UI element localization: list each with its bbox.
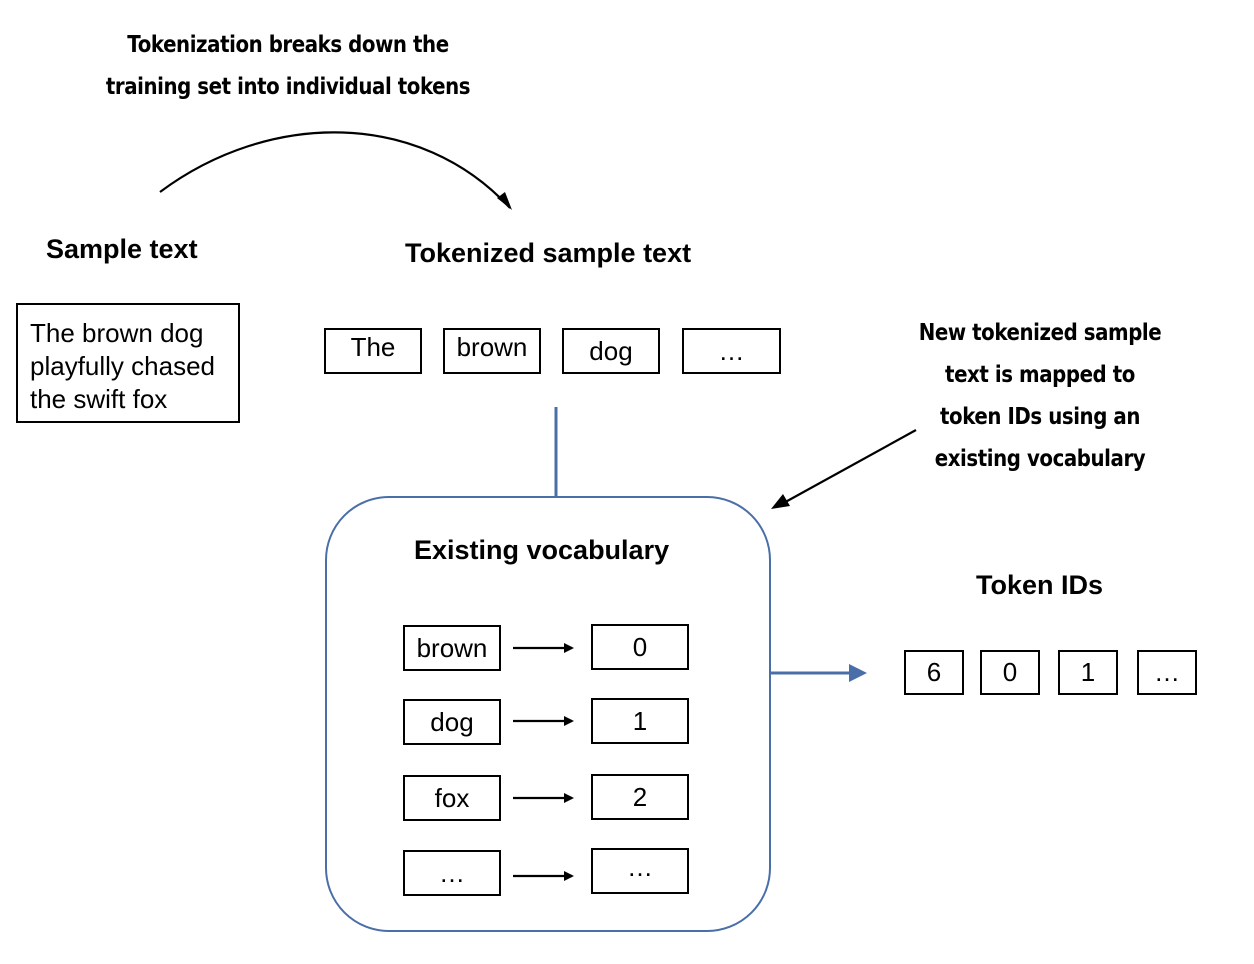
vocab-token-box: dog bbox=[403, 699, 501, 745]
vocab-id-box: 2 bbox=[591, 774, 689, 820]
vocab-token-box: fox bbox=[403, 775, 501, 821]
token-id-box: 0 bbox=[980, 650, 1040, 695]
token-ids-title: Token IDs bbox=[976, 570, 1104, 600]
token-id-box: … bbox=[1137, 650, 1197, 695]
sample-text-line: the swift fox bbox=[30, 384, 168, 414]
tokenization-annotation-line-2: training set into individual tokens bbox=[105, 74, 471, 100]
token-id-box: 6 bbox=[904, 650, 964, 695]
sample-text-box: The brown dog playfully chased the swift… bbox=[16, 303, 240, 423]
token-box: The bbox=[324, 328, 422, 374]
mapping-pointer-arrow bbox=[779, 429, 917, 506]
existing-vocabulary-title: Existing vocabulary bbox=[414, 535, 670, 565]
tokenization-annotation-line-1: Tokenization breaks down the bbox=[127, 32, 449, 58]
mapping-annotation-line-3: token IDs using an bbox=[940, 404, 1140, 430]
tokenization-arc-arrowhead bbox=[497, 192, 512, 210]
vocab-id-box: … bbox=[591, 848, 689, 894]
vocab-token-box: brown bbox=[403, 625, 501, 671]
mapping-annotation-line-4: existing vocabulary bbox=[934, 446, 1146, 472]
sample-text-line: The brown dog bbox=[30, 318, 204, 348]
mapping-annotation-line-1: New tokenized sample bbox=[918, 320, 1162, 346]
sample-text-line: playfully chased bbox=[30, 351, 215, 381]
tokenization-arc-arrow bbox=[159, 131, 511, 209]
token-box: … bbox=[682, 328, 781, 374]
tokenized-sample-text-title: Tokenized sample text bbox=[405, 238, 692, 268]
vocab-token-box: … bbox=[403, 850, 501, 896]
token-box: dog bbox=[562, 328, 660, 374]
mapping-annotation-line-2: text is mapped to bbox=[945, 362, 1135, 388]
mapping-annotation: New tokenized sample text is mapped to t… bbox=[902, 312, 1177, 480]
vocab-id-box: 0 bbox=[591, 624, 689, 670]
tokenization-annotation: Tokenization breaks down the training se… bbox=[90, 24, 486, 108]
vocab-id-box: 1 bbox=[591, 698, 689, 744]
sample-text-title: Sample text bbox=[46, 234, 198, 264]
token-box: brown bbox=[443, 328, 541, 374]
token-id-box: 1 bbox=[1058, 650, 1118, 695]
existing-vocabulary-container bbox=[325, 496, 771, 932]
mapping-pointer-arrowhead bbox=[771, 494, 790, 509]
